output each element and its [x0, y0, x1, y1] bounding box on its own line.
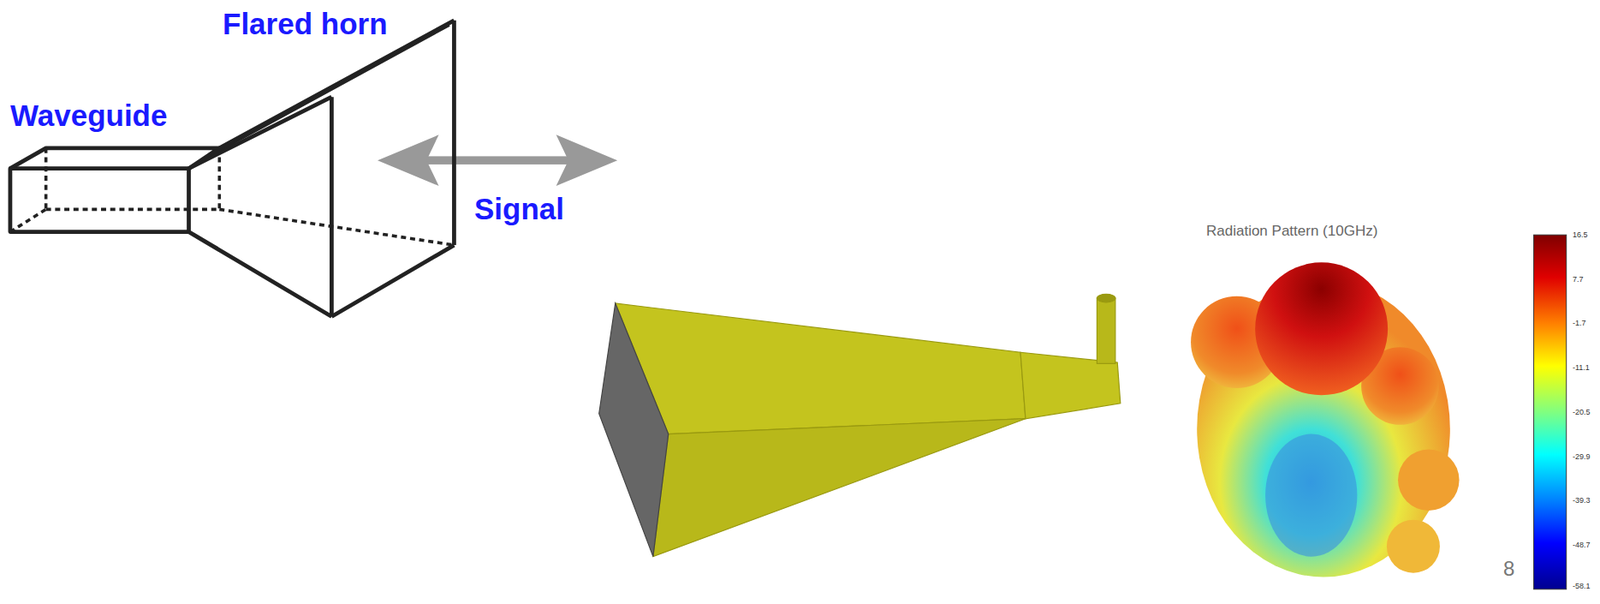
- hidden-edges: [10, 148, 455, 245]
- horn-edge: [208, 24, 449, 156]
- horn-aperture: [599, 303, 669, 557]
- pattern-null: [1265, 434, 1357, 557]
- arrow-head: [556, 134, 619, 186]
- part-name: Flared horn: [222, 8, 388, 39]
- tick-label: 7.7: [1572, 274, 1584, 283]
- feed-probe: [1096, 297, 1115, 363]
- arrow-shaft: [408, 155, 588, 165]
- radiation-pattern: [1190, 261, 1459, 577]
- plot-title: Radiation Pattern (10GHz): [1206, 223, 1378, 238]
- part-name: Waveguide: [10, 100, 167, 131]
- horn-mouth: [329, 96, 334, 316]
- main-lobe: [1255, 261, 1388, 395]
- horn-bottom: [653, 418, 1026, 557]
- tick-label: -48.7: [1572, 540, 1591, 548]
- tick-label: -58.1: [1572, 582, 1591, 590]
- tick-label: -29.9: [1572, 452, 1591, 460]
- horn-edge: [189, 96, 333, 168]
- tick-label: -1.7: [1572, 319, 1587, 328]
- side-lobe: [1397, 448, 1460, 511]
- arrow-head: [377, 134, 440, 186]
- horn-wireframe: [10, 20, 455, 317]
- horn-model: [599, 293, 1121, 556]
- tick-label: -20.5: [1572, 407, 1591, 416]
- tick-label: 16.5: [1572, 231, 1589, 239]
- horn-mouth: [331, 244, 454, 316]
- tick-label: -39.3: [1572, 496, 1591, 505]
- signal-arrow: [377, 134, 618, 186]
- tick-label: -11.1: [1572, 363, 1590, 372]
- feed-probe-top: [1096, 293, 1115, 303]
- page-number: 8: [1503, 558, 1515, 579]
- colorbar: [1534, 234, 1567, 589]
- horn-side: [615, 303, 1026, 435]
- waveguide-top: [10, 148, 220, 169]
- signal-name: Signal: [474, 193, 565, 224]
- waveguide-front: [10, 168, 190, 232]
- side-lobe: [1386, 519, 1440, 573]
- horn-mouth: [452, 20, 457, 245]
- horn-edge: [189, 231, 333, 317]
